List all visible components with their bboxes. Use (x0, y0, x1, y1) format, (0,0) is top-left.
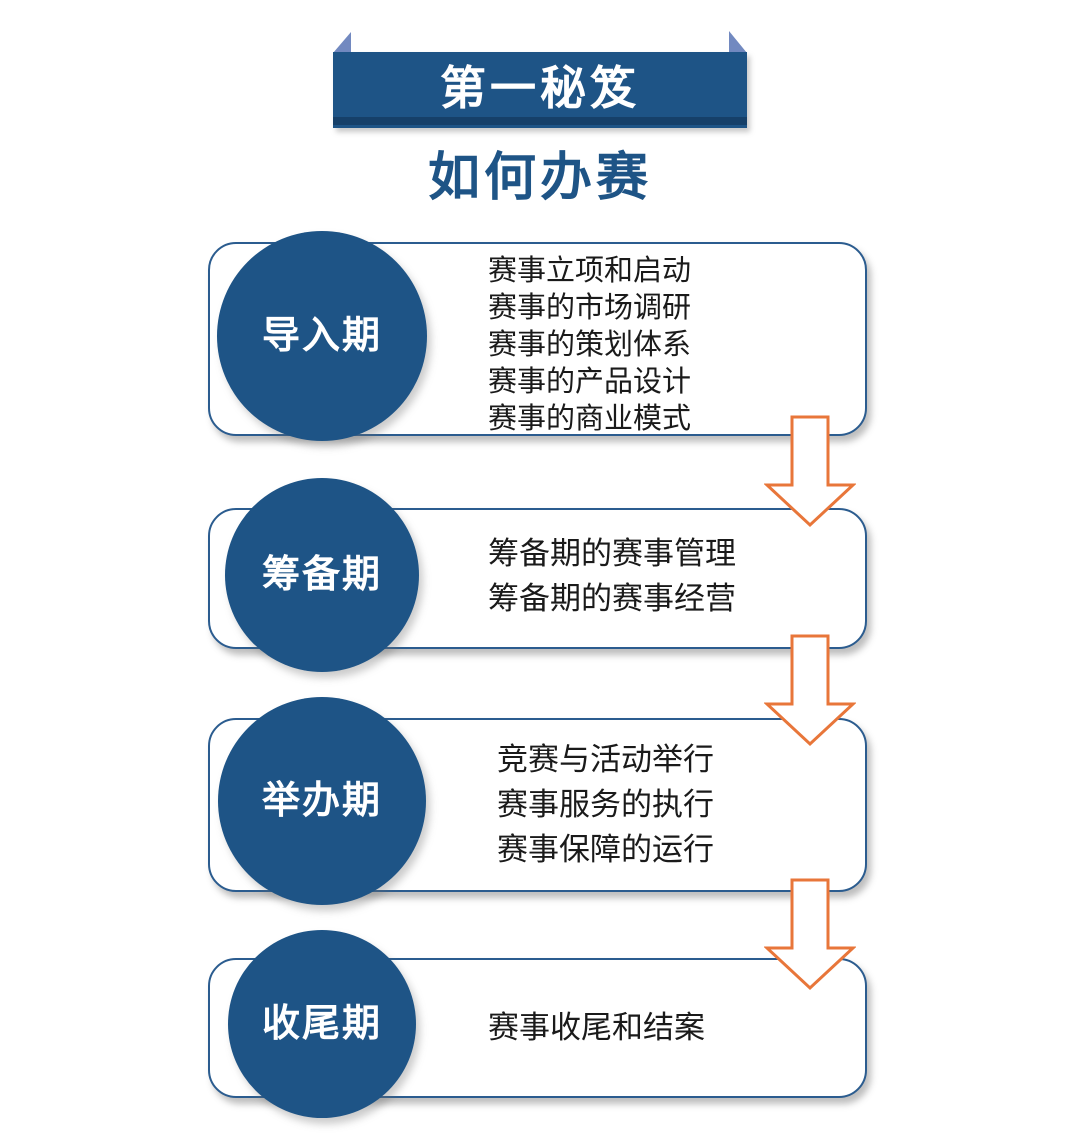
phase-badge-holding: 举办期 (218, 697, 426, 905)
page-title: 如何办赛 (427, 149, 652, 207)
phase-item: 赛事立项和启动 (488, 255, 692, 287)
down-arrow-icon (764, 415, 856, 528)
phase-item: 筹备期的赛事管理 (488, 536, 736, 571)
phase-badge-introduction: 导入期 (217, 231, 427, 441)
phase-item: 赛事的商业模式 (488, 403, 692, 435)
phase-badge-preparation: 筹备期 (225, 478, 419, 672)
phase-item: 赛事的市场调研 (488, 292, 692, 324)
ribbon-fold-right (729, 31, 747, 53)
down-arrow-icon (764, 878, 856, 991)
phase-item: 赛事的产品设计 (488, 366, 692, 398)
down-arrow-icon (764, 634, 856, 747)
ribbon-fold-left (333, 32, 351, 53)
phase-item: 筹备期的赛事经营 (488, 581, 736, 616)
phase-items-closing: 赛事收尾和结案 (488, 1005, 705, 1050)
phase-badge-label: 导入期 (261, 315, 382, 357)
phase-badge-label: 收尾期 (261, 1003, 382, 1045)
banner-title: 第一秘笈 (440, 62, 640, 114)
phase-badge-closing: 收尾期 (228, 930, 416, 1118)
phase-items-preparation: 筹备期的赛事管理 筹备期的赛事经营 (488, 531, 736, 621)
phase-item: 赛事保障的运行 (497, 832, 714, 867)
phase-item: 竞赛与活动举行 (497, 742, 714, 777)
phase-badge-label: 筹备期 (261, 554, 382, 596)
phase-items-holding: 竞赛与活动举行 赛事服务的执行 赛事保障的运行 (497, 737, 714, 872)
phase-badge-label: 举办期 (261, 780, 382, 822)
ribbon-banner: 第一秘笈 (333, 52, 747, 128)
phase-items-introduction: 赛事立项和启动 赛事的市场调研 赛事的策划体系 赛事的产品设计 赛事的商业模式 (488, 253, 691, 438)
phase-item: 赛事的策划体系 (488, 329, 692, 361)
phase-item: 赛事收尾和结案 (488, 1010, 705, 1045)
phase-item: 赛事服务的执行 (497, 787, 714, 822)
